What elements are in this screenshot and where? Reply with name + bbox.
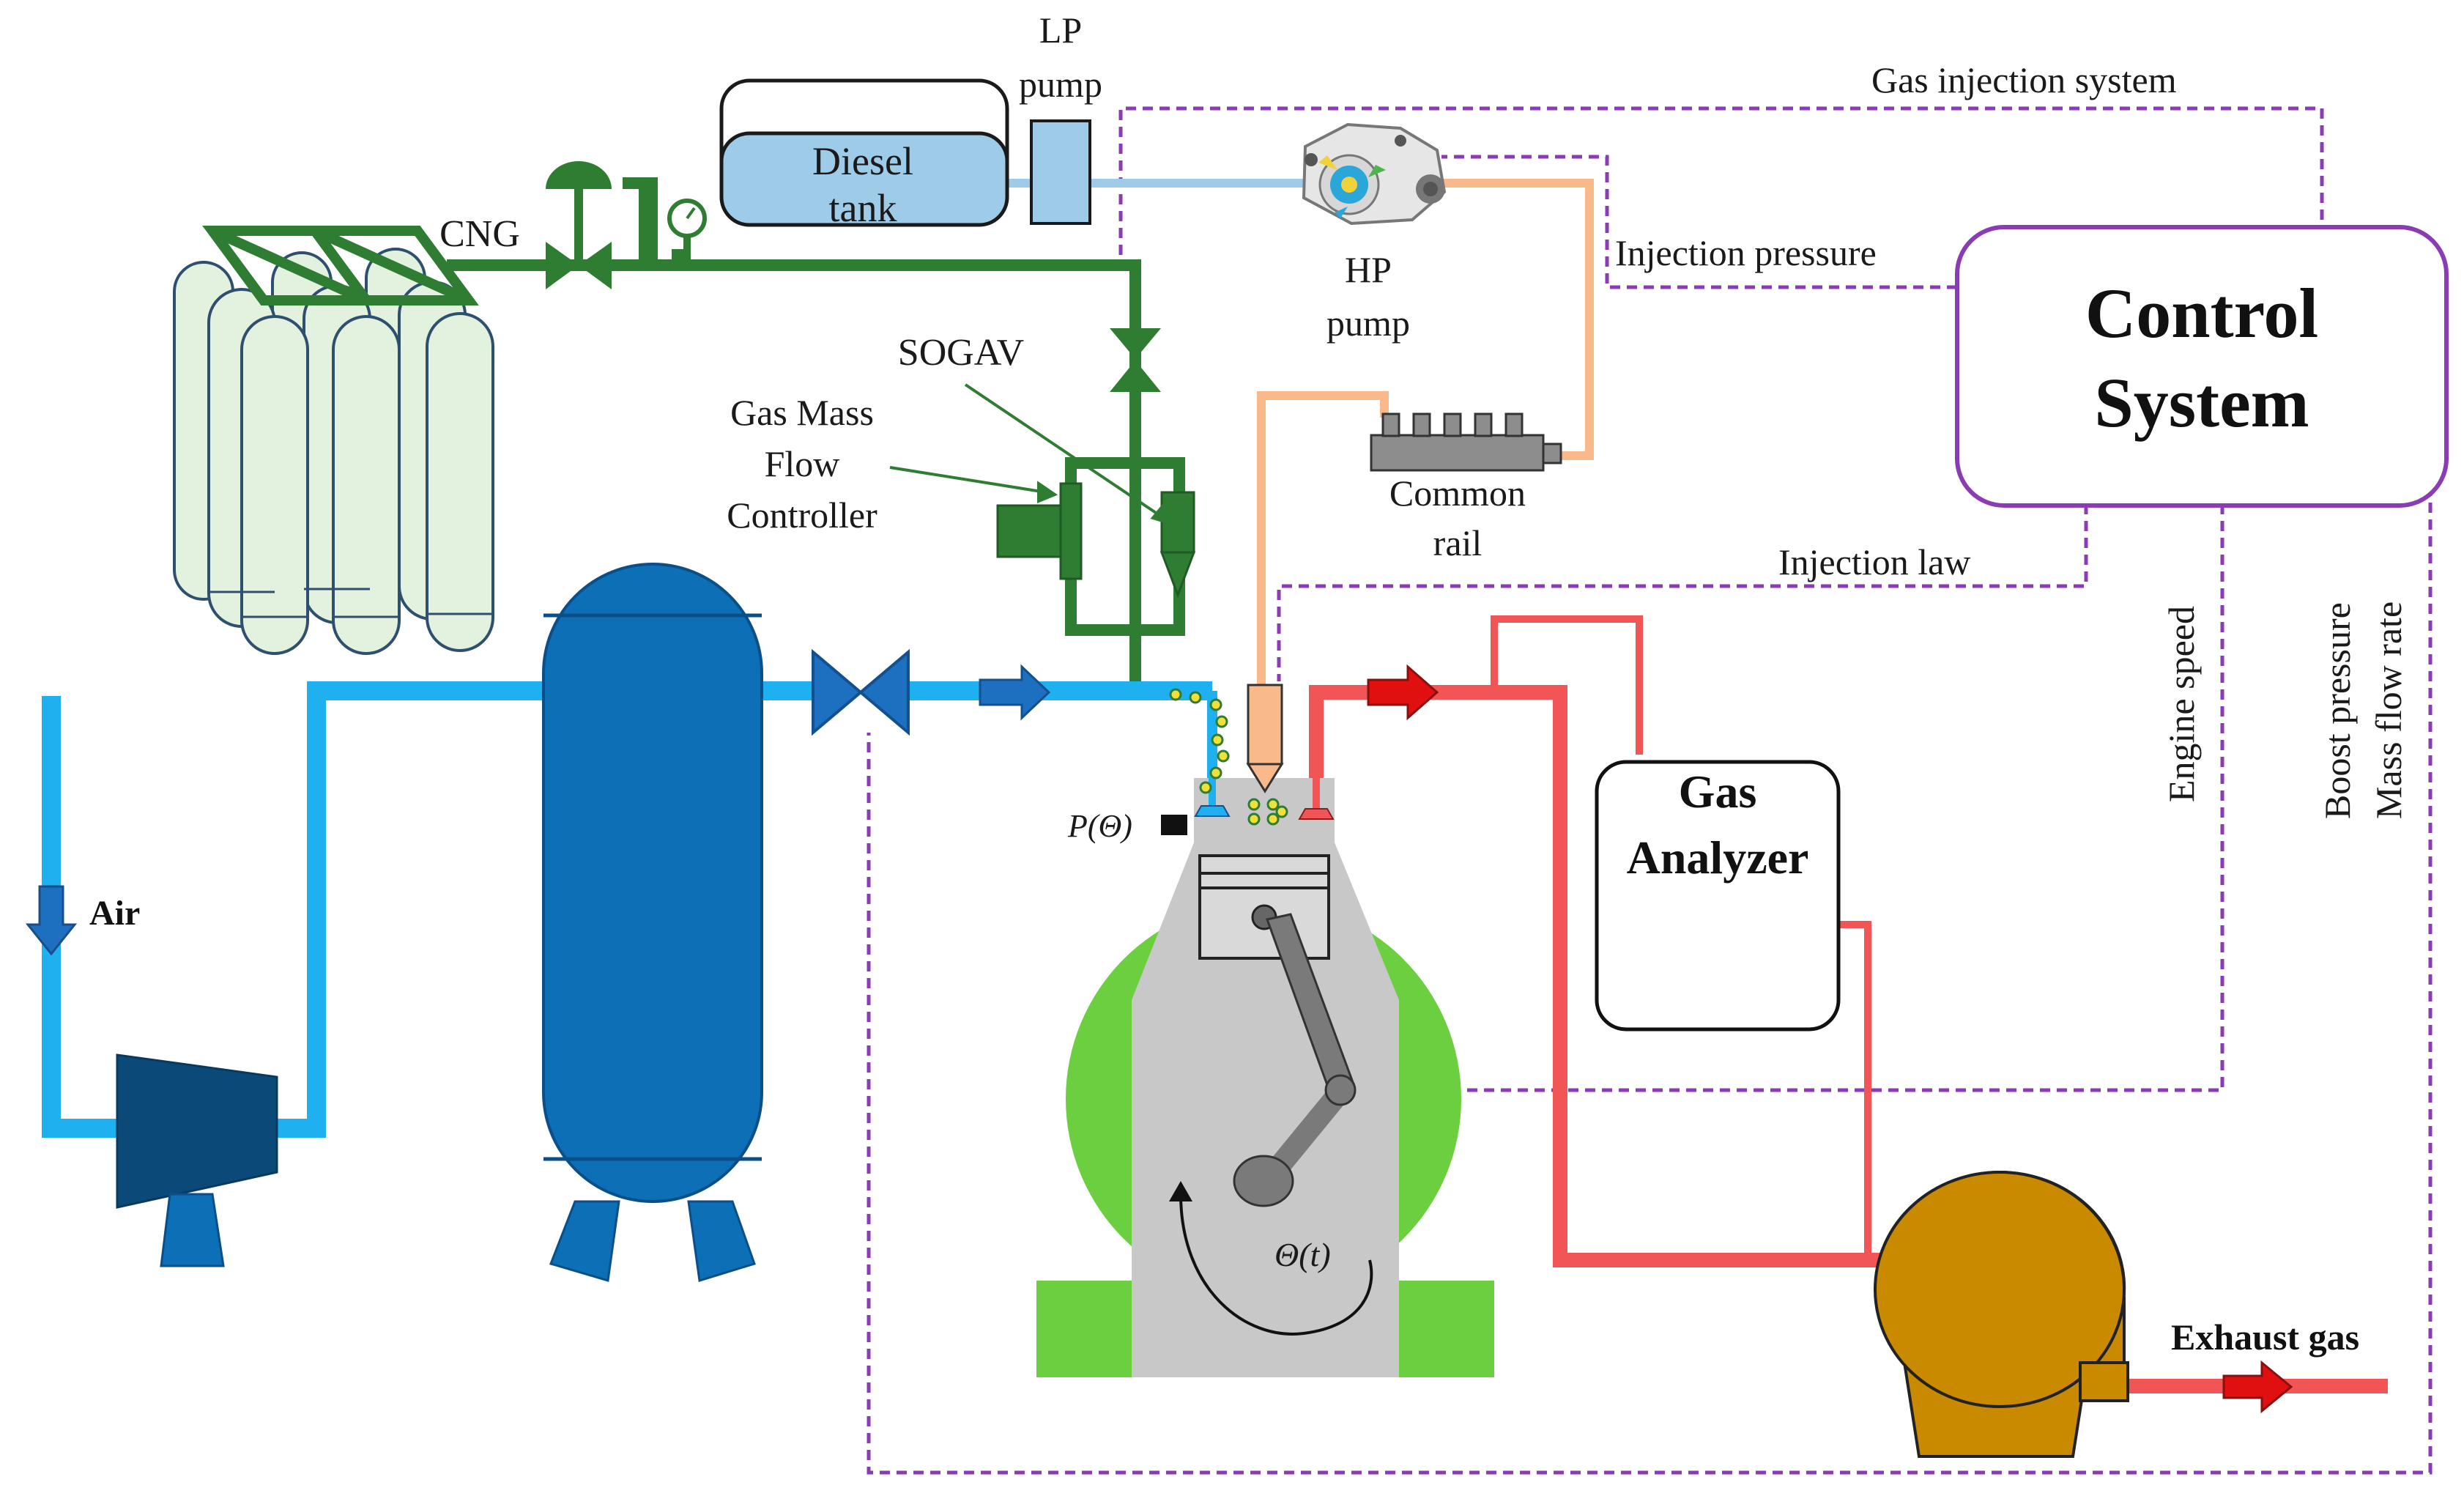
diesel-tank	[719, 78, 1009, 227]
gas-analyzer-label-line1: Gas	[1679, 766, 1757, 818]
control-system-label-line2: System	[2094, 363, 2309, 442]
hp-pump-label-line1: HP	[1345, 249, 1392, 290]
injection-pressure-signal-line	[1441, 155, 1957, 289]
mass-flow-rate-label: Mass flow rate	[2368, 601, 2409, 819]
sogav-shutoff-valve-icon	[1110, 328, 1161, 392]
engine-speed-signal-line	[1465, 504, 2224, 1092]
label-pointers	[889, 383, 1175, 527]
compressor-icon	[116, 1054, 278, 1267]
exhaust-gas-label: Exhaust gas	[2171, 1317, 2359, 1358]
cng-label: CNG	[439, 213, 520, 255]
cng-cylinder-bands	[209, 588, 493, 618]
air-label: Air	[89, 894, 140, 933]
engine-block	[1132, 839, 1399, 1377]
crank-rotation-arrowhead-icon	[1169, 1181, 1192, 1201]
injection-law-label: Injection law	[1778, 541, 1970, 582]
injection-pressure-label: Injection pressure	[1615, 232, 1877, 273]
intake-valve-icon	[1194, 777, 1231, 817]
gas-analyzer-label-line2: Analyzer	[1627, 832, 1809, 884]
crank-rotation-arrow	[1179, 1193, 1373, 1336]
cng-rack-frame	[202, 226, 479, 306]
gas-mass-flow-label-line1: Gas Mass	[730, 392, 874, 433]
sogav-label: SOGAV	[898, 332, 1024, 374]
turbine-icon	[1874, 1170, 2129, 1458]
diesel-tank-label-line1: Diesel	[812, 139, 913, 183]
sogav-injector-icon	[1159, 491, 1196, 599]
cng-cylinder-bank	[173, 248, 494, 655]
lp-pump	[1030, 119, 1091, 225]
hp-pump-icon	[1302, 122, 1447, 226]
control-system-label-line1: Control	[2085, 274, 2318, 352]
pressure-sensor-icon	[1161, 815, 1187, 835]
air-inlet-arrow-icon	[25, 885, 78, 956]
lp-pump-label-line2: pump	[1019, 64, 1102, 105]
gas-mass-flow-label-line2: Flow	[765, 443, 840, 484]
exhaust-valve-icon	[1298, 777, 1335, 820]
air-vessel	[542, 563, 763, 1282]
boost-pressure-signal-line	[867, 469, 2433, 1475]
gas-mass-flow-controller-icon	[996, 482, 1083, 580]
gas-bubbles	[1169, 688, 1288, 826]
control-system-box	[1955, 225, 2449, 508]
hp-pump-label-line2: pump	[1326, 303, 1410, 344]
gas-bypass-loop	[628, 178, 657, 253]
diesel-hp-lines	[1257, 179, 1594, 689]
common-rail-icon	[1370, 412, 1562, 472]
gas-analyzer-box	[1595, 760, 1841, 1032]
common-rail-label-line1: Common	[1389, 473, 1526, 514]
lp-pump-label-line1: LP	[1039, 10, 1082, 51]
air-throttle-valve-icon	[812, 648, 910, 736]
gas-injection-system-label: Gas injection system	[1871, 59, 2177, 100]
air-lines	[42, 681, 1212, 1138]
engine-speed-label: Engine speed	[2161, 606, 2202, 802]
pressure-gauge-icon	[667, 199, 707, 265]
diesel-injector-icon	[1246, 684, 1284, 793]
injection-law-signal-line	[1277, 504, 2088, 681]
pressure-sensor-label: P(Θ)	[1067, 808, 1132, 844]
crank-angle-label: Θ(t)	[1274, 1236, 1331, 1273]
intake-flow-arrow-icon	[979, 664, 1051, 721]
exhaust-sample-lines	[1491, 615, 1871, 1253]
cng-valve-icon	[546, 161, 612, 289]
engine	[1036, 778, 1494, 1377]
boost-pressure-label: Boost pressure	[2317, 602, 2358, 819]
gas-mass-flow-label-line3: Controller	[727, 495, 877, 536]
diesel-tank-label-line2: tank	[829, 186, 897, 230]
exhaust-flow-arrow-icon	[1367, 664, 1439, 721]
exhaust-outlet-arrow-icon	[2222, 1360, 2293, 1414]
common-rail-label-line2: rail	[1433, 522, 1483, 563]
